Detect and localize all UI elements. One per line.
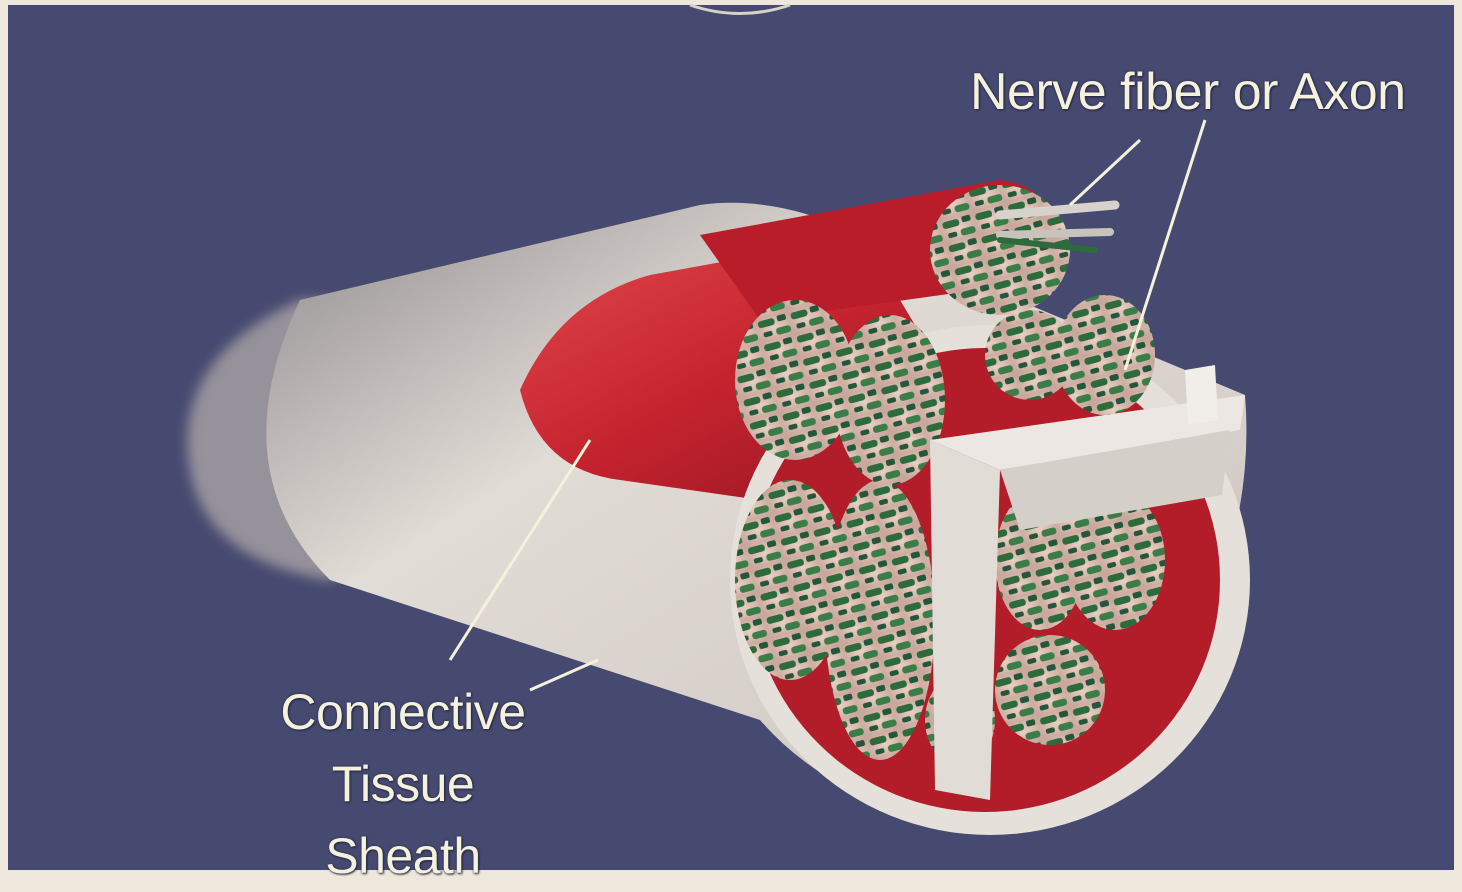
fascicle (835, 315, 945, 485)
fascicle (930, 185, 1070, 315)
sheath-cut-wall (930, 440, 1000, 800)
fascicle (1055, 295, 1155, 415)
sheath-label: Connective Tissue Sheath (258, 676, 548, 892)
sheath-label-line: Sheath (258, 820, 548, 892)
sheath-label-line: Tissue (258, 748, 548, 820)
axon-strand (1000, 232, 1110, 235)
fascicle (825, 480, 935, 760)
sheath-cut-wall (1185, 365, 1218, 425)
axon-label: Nerve fiber or Axon (970, 62, 1406, 122)
sheath-label-line: Connective (258, 676, 548, 748)
nerve-illustration (0, 0, 1462, 870)
fascicle (995, 635, 1105, 745)
nerve-diagram: Nerve fiber or Axon Connective Tissue Sh… (0, 0, 1462, 870)
